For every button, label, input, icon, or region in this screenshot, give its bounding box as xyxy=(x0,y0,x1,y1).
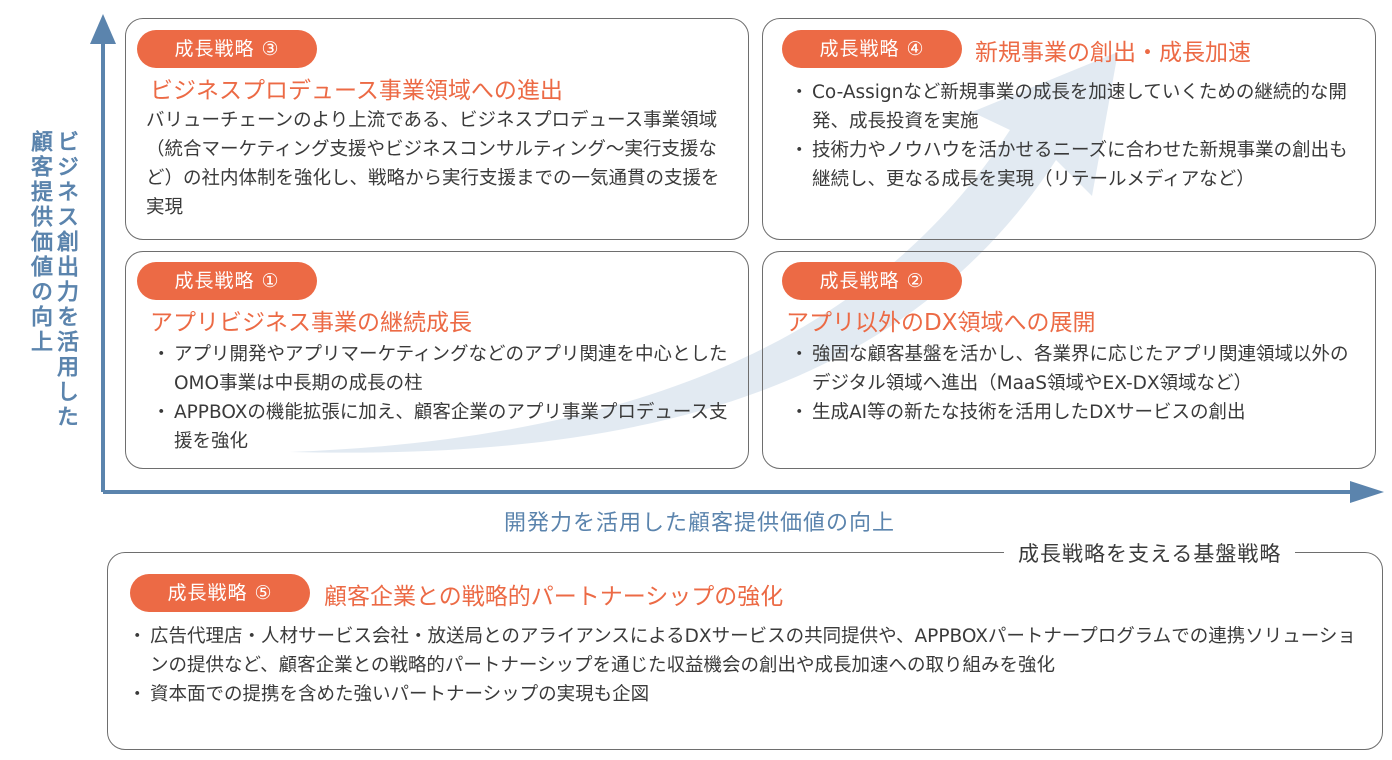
y-axis-arrowhead xyxy=(90,14,116,44)
quadrant-4-box xyxy=(762,18,1376,240)
quadrant-2-box xyxy=(762,251,1376,469)
strategy-2-bullet: ・生成AI等の新たな技術を活用したDXサービスの創出 xyxy=(790,402,1246,423)
growth-arrow xyxy=(290,52,1118,453)
strategy-2-badge: 成長戦略 ② xyxy=(782,262,962,300)
x-axis-label: 開発力を活用した顧客提供価値の向上 xyxy=(504,511,896,536)
strategy-4-title: 新規事業の創出・成長加速 xyxy=(975,40,1251,66)
foundation-section-title: 成長戦略を支える基盤戦略 xyxy=(1004,538,1296,568)
quadrant-3-box xyxy=(125,18,749,240)
strategy-1-badge: 成長戦略 ① xyxy=(137,262,317,300)
strategy-3-title: ビジネスプロデュース事業領域への進出 xyxy=(150,78,563,104)
strategy-4-badge: 成長戦略 ④ xyxy=(782,30,962,68)
strategy-5-title: 顧客企業との戦略的パートナーシップの強化 xyxy=(324,584,784,610)
strategy-1-title: アプリビジネス事業の継続成長 xyxy=(150,310,472,336)
x-axis-arrowhead xyxy=(1350,481,1384,503)
quadrant-1-box xyxy=(125,251,749,469)
strategy-4-bullet: ・技術力やノウハウを活かせるニーズに合わせた新規事業の創出も継続し、更なる成長を… xyxy=(790,140,1348,190)
strategy-5-bullets: ・広告代理店・人材サービス会社・放送局とのアライアンスによるDXサービスの共同提… xyxy=(128,622,1368,709)
strategy-1-bullet: ・アプリ開発やアプリマーケティングなどのアプリ関連を中心としたOMO事業は中長期… xyxy=(152,344,728,394)
strategy-5-bullet: ・広告代理店・人材サービス会社・放送局とのアライアンスによるDXサービスの共同提… xyxy=(128,626,1356,676)
strategy-3-badge: 成長戦略 ③ xyxy=(137,30,317,68)
foundation-box xyxy=(107,552,1383,750)
strategy-5-bullet: ・資本面での提携を含めた強いパートナーシップの実現も企図 xyxy=(128,684,650,705)
y-axis-label: ビジネス創出力を活用した顧客提供価値の向上 xyxy=(27,130,78,430)
strategy-4-bullet: ・Co-Assignなど新規事業の成長を加速していくための継続的な開発、成長投資… xyxy=(790,82,1347,132)
strategy-1-bullet: ・APPBOXの機能拡張に加え、顧客企業のアプリ事業プロデュース支援を強化 xyxy=(152,402,728,452)
strategy-4-bullets: ・Co-Assignなど新規事業の成長を加速していくための継続的な開発、成長投資… xyxy=(790,78,1360,194)
strategy-2-bullets: ・強固な顧客基盤を活かし、各業界に応じたアプリ関連領域以外のデジタル領域へ進出（… xyxy=(790,340,1360,427)
strategy-1-bullets: ・アプリ開発やアプリマーケティングなどのアプリ関連を中心としたOMO事業は中長期… xyxy=(152,340,732,456)
strategy-2-title: アプリ以外のDX領域への展開 xyxy=(786,310,1096,336)
strategy-2-bullet: ・強固な顧客基盤を活かし、各業界に応じたアプリ関連領域以外のデジタル領域へ進出（… xyxy=(790,344,1349,394)
strategy-5-badge: 成長戦略 ⑤ xyxy=(130,574,310,612)
strategy-3-body: バリューチェーンのより上流である、ビジネスプロデュース事業領域（統合マーケティン… xyxy=(146,110,720,218)
